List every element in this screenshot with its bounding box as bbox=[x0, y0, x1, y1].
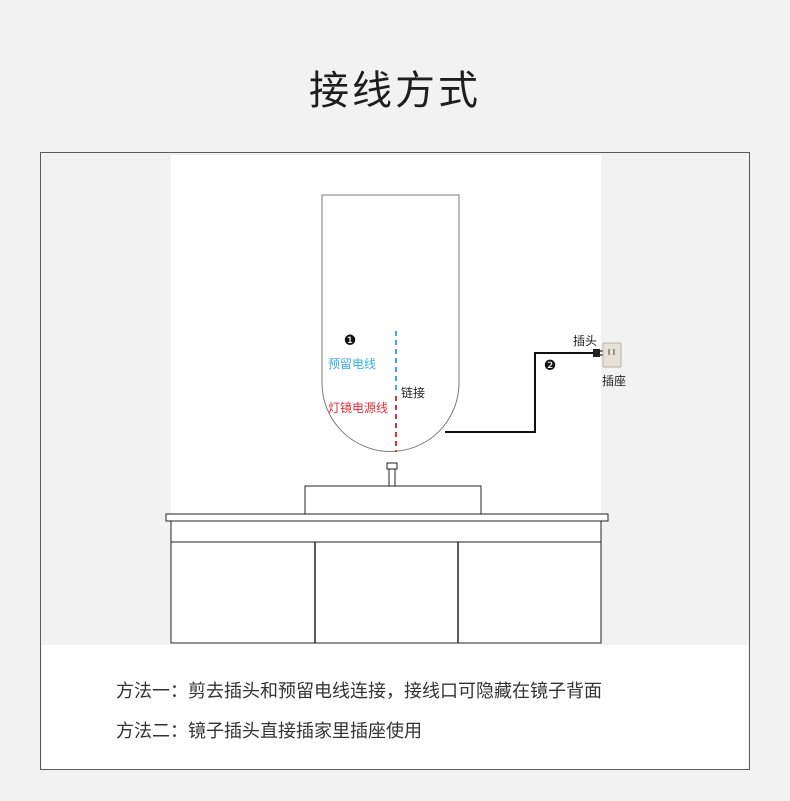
link-label: 链接 bbox=[401, 385, 425, 400]
mirror-outline bbox=[321, 194, 460, 452]
basin bbox=[304, 485, 482, 515]
power-cord bbox=[445, 352, 597, 433]
methods-panel: 方法一：剪去插头和预留电线连接，接线口可隐藏在镜子背面 方法二：镜子插头直接插家… bbox=[42, 645, 748, 769]
vanity-cabinet bbox=[170, 520, 602, 644]
method-1-text: 方法一：剪去插头和预留电线连接，接线口可隐藏在镜子背面 bbox=[116, 681, 602, 702]
countertop bbox=[165, 513, 609, 522]
socket-icon bbox=[602, 342, 622, 368]
marker-1-icon: ❶ bbox=[344, 333, 357, 349]
method-2-text: 方法二：镜子插头直接插家里插座使用 bbox=[116, 721, 422, 742]
mirror-power-label: 灯镜电源线 bbox=[328, 400, 388, 415]
plug-icon bbox=[593, 349, 604, 357]
plug-label: 插头 bbox=[573, 334, 597, 348]
marker-2-icon: ❷ bbox=[544, 358, 557, 374]
page-title: 接线方式 bbox=[309, 68, 481, 114]
reserved-wire-label: 预留电线 bbox=[328, 357, 376, 371]
socket-label: 插座 bbox=[602, 373, 626, 388]
faucet-icon bbox=[386, 462, 398, 487]
